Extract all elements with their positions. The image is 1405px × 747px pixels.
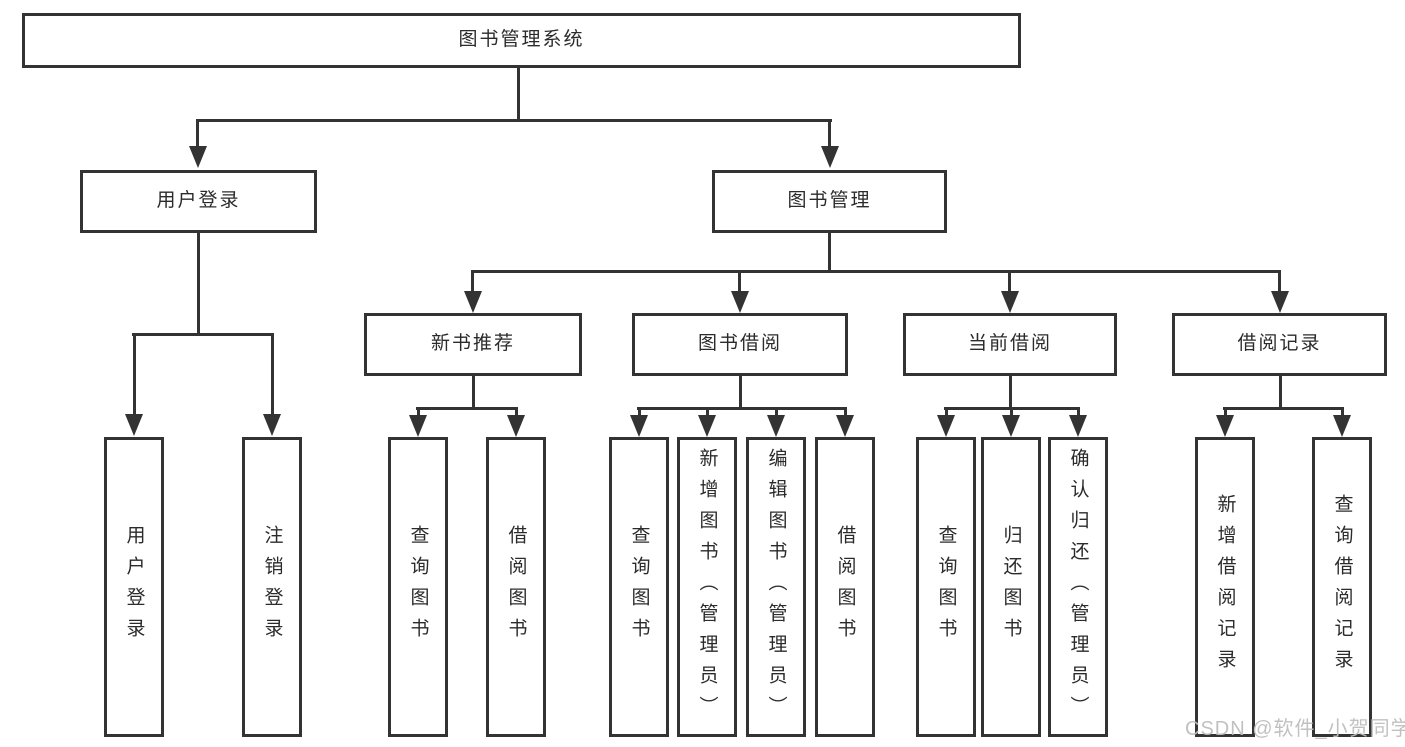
arrow-down-icon: [698, 415, 716, 437]
leaf-records-add-record: 新增借阅记录: [1195, 437, 1255, 737]
connector-line: [844, 407, 847, 419]
connector-line: [1341, 407, 1344, 419]
leaf-user-login-label: 用户登录: [123, 525, 145, 649]
leaf-records-add-record-label: 新增借阅记录: [1214, 494, 1236, 680]
connector-line: [1278, 270, 1281, 295]
connector-line: [1077, 407, 1080, 419]
connector-line: [637, 407, 847, 410]
arrow-down-icon: [464, 291, 482, 313]
arrow-down-icon: [1216, 415, 1234, 437]
node-borrow-records-label: 借阅记录: [1237, 333, 1322, 355]
arrow-down-icon: [1002, 415, 1020, 437]
leaf-records-query-record-label: 查询借阅记录: [1331, 494, 1353, 680]
node-book-management-label: 图书管理: [787, 190, 872, 212]
leaf-borrow-edit-book-admin: 编辑图书（管理员）: [746, 437, 806, 737]
connector-line: [1279, 376, 1282, 410]
arrow-down-icon: [1271, 291, 1289, 313]
node-new-book-recommend-label: 新书推荐: [430, 333, 515, 355]
connector-line: [738, 270, 741, 295]
connector-line: [638, 407, 641, 419]
connector-line: [1009, 376, 1012, 410]
leaf-borrow-borrow-book-label: 借阅图书: [834, 525, 856, 649]
arrow-down-icon: [1333, 415, 1351, 437]
node-book-management: 图书管理: [712, 170, 947, 233]
connector-line: [517, 68, 520, 122]
connector-line: [1008, 270, 1011, 295]
leaf-current-return-book: 归还图书: [981, 437, 1041, 737]
arrow-down-icon: [263, 414, 281, 436]
node-user-login: 用户登录: [80, 170, 317, 233]
leaf-current-confirm-return-admin: 确认归还（管理员）: [1048, 437, 1108, 737]
arrow-down-icon: [189, 146, 207, 168]
leaf-user-login: 用户登录: [104, 437, 164, 737]
arrow-down-icon: [937, 415, 955, 437]
leaf-recommend-query-book: 查询图书: [388, 437, 448, 737]
node-root: 图书管理系统: [22, 13, 1021, 68]
connector-line: [471, 270, 474, 295]
leaf-recommend-borrow-book-label: 借阅图书: [505, 525, 527, 649]
connector-line: [133, 333, 136, 418]
leaf-logout-label: 注销登录: [261, 525, 283, 649]
leaf-records-query-record: 查询借阅记录: [1312, 437, 1372, 737]
connector-line: [417, 407, 420, 419]
leaf-logout: 注销登录: [242, 437, 302, 737]
leaf-recommend-borrow-book: 借阅图书: [486, 437, 546, 737]
arrow-down-icon: [409, 415, 427, 437]
connector-line: [1224, 407, 1227, 419]
arrow-down-icon: [1001, 291, 1019, 313]
connector-line: [828, 233, 831, 273]
node-book-borrow: 图书借阅: [632, 313, 848, 376]
node-user-login-label: 用户登录: [156, 190, 241, 212]
connector-line: [1223, 407, 1344, 410]
leaf-borrow-query-book: 查询图书: [609, 437, 669, 737]
leaf-borrow-borrow-book: 借阅图书: [815, 437, 875, 737]
connector-line: [471, 270, 1281, 273]
leaf-recommend-query-book-label: 查询图书: [407, 525, 429, 649]
connector-line: [775, 407, 778, 419]
node-new-book-recommend: 新书推荐: [364, 313, 582, 376]
connector-line: [828, 119, 831, 150]
connector-line: [197, 233, 200, 336]
csdn-watermark: CSDN @软件_小贺同学: [1185, 718, 1405, 740]
leaf-borrow-edit-book-admin-label: 编辑图书（管理员）: [765, 447, 787, 727]
arrow-down-icon: [767, 415, 785, 437]
leaf-current-return-book-label: 归还图书: [1000, 525, 1022, 649]
connector-line: [472, 376, 475, 410]
arrow-down-icon: [821, 146, 839, 168]
arrow-down-icon: [125, 414, 143, 436]
leaf-borrow-add-book-admin: 新增图书（管理员）: [677, 437, 737, 737]
leaf-borrow-add-book-admin-label: 新增图书（管理员）: [696, 447, 718, 727]
leaf-borrow-query-book-label: 查询图书: [628, 525, 650, 649]
node-current-borrow: 当前借阅: [903, 313, 1117, 376]
connector-line: [945, 407, 948, 419]
arrow-down-icon: [507, 415, 525, 437]
node-borrow-records: 借阅记录: [1172, 313, 1387, 376]
node-current-borrow-label: 当前借阅: [967, 333, 1052, 355]
connector-line: [706, 407, 709, 419]
connector-line: [196, 119, 199, 150]
node-root-label: 图书管理系统: [458, 29, 585, 51]
leaf-current-query-book: 查询图书: [916, 437, 976, 737]
connector-line: [739, 376, 742, 410]
arrow-down-icon: [731, 291, 749, 313]
connector-line: [271, 333, 274, 418]
connector-line: [132, 333, 274, 336]
connector-line: [416, 407, 518, 410]
leaf-current-query-book-label: 查询图书: [935, 525, 957, 649]
connector-line: [196, 119, 832, 122]
arrow-down-icon: [630, 415, 648, 437]
leaf-current-confirm-return-admin-label: 确认归还（管理员）: [1067, 447, 1089, 727]
node-book-borrow-label: 图书借阅: [697, 333, 782, 355]
connector-line: [515, 407, 518, 419]
arrow-down-icon: [836, 415, 854, 437]
arrow-down-icon: [1069, 415, 1087, 437]
connector-line: [1010, 407, 1013, 419]
